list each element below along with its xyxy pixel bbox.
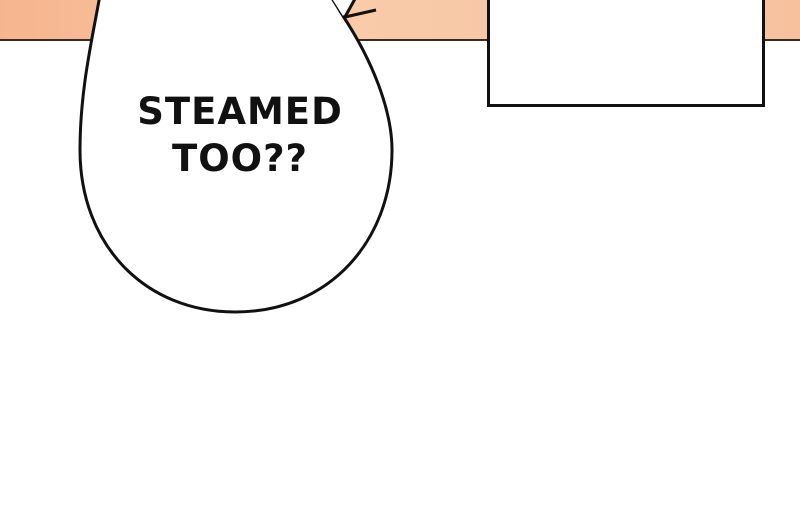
- speech-bubble-tail-edge: [343, 0, 377, 19]
- caption-box: [487, 0, 765, 107]
- speech-bubble-line-1: STEAMED: [137, 90, 343, 133]
- speech-bubble-line-2: TOO??: [171, 137, 309, 180]
- speech-bubble-outline: [78, 0, 394, 314]
- speech-bubble-tail: [332, 0, 354, 16]
- speech-bubble-text: STEAMED TOO??: [120, 88, 360, 182]
